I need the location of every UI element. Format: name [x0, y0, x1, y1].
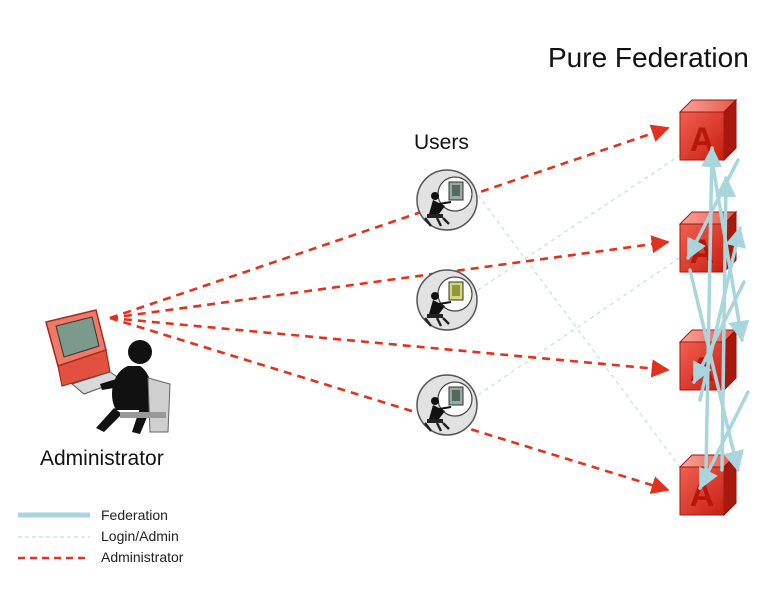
- federation-link: [701, 145, 723, 472]
- federation-link: [698, 225, 746, 402]
- user-icon: [415, 168, 479, 232]
- administrator-links: [109, 124, 670, 494]
- user-icon: [415, 373, 479, 437]
- legend: [18, 512, 90, 560]
- login-link-1: [477, 194, 689, 479]
- server-1: A: [679, 99, 737, 161]
- administrator-label: Administrator: [40, 447, 164, 470]
- legend-label-administrator: Administrator: [101, 549, 184, 565]
- administrator-icon: [45, 309, 171, 434]
- federation-link: [698, 390, 750, 490]
- federation-links: [686, 145, 750, 490]
- admin-link-server-1: [109, 124, 670, 320]
- login-admin-links: [477, 149, 689, 479]
- admin-link-server-3: [109, 316, 670, 378]
- users-label: Users: [414, 131, 469, 154]
- login-link-2: [477, 149, 689, 291]
- legend-label-federation: Federation: [101, 507, 168, 523]
- user-icon: [415, 268, 479, 332]
- legend-label-login-admin: Login/Admin: [101, 528, 179, 544]
- federation-link: [686, 158, 740, 260]
- login-link-3: [477, 251, 689, 396]
- diagram-title: Pure Federation: [548, 42, 749, 73]
- admin-link-server-2: [109, 235, 670, 320]
- federation-link: [710, 158, 750, 343]
- users-group: [415, 168, 479, 437]
- server-4: A: [679, 454, 737, 516]
- federation-link: [688, 268, 744, 473]
- federation-link: [692, 280, 746, 384]
